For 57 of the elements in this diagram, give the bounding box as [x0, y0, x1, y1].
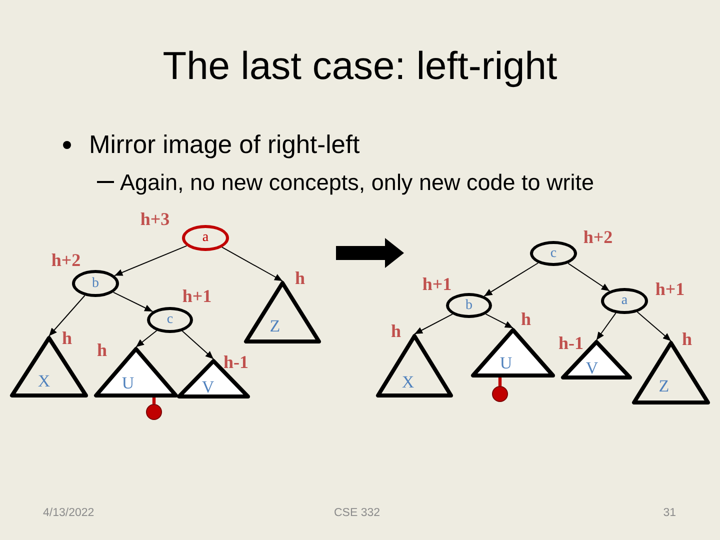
dot-marker [492, 386, 508, 402]
arrow [114, 245, 188, 276]
bullet-text: Mirror image of right-left [89, 130, 360, 160]
height-label: h-1 [224, 353, 248, 371]
connector-line [498, 376, 502, 386]
node-label: b [466, 298, 472, 312]
height-label: h [62, 329, 72, 347]
node-label: X [402, 374, 414, 390]
node-label: a [202, 231, 209, 245]
arrow [136, 330, 158, 348]
arrow [636, 311, 672, 342]
height-label: h [391, 322, 401, 340]
slide-title: The last case: left-right [162, 44, 558, 90]
height-label: h+1 [422, 275, 452, 293]
arrow [222, 246, 283, 282]
height-label: h+2 [583, 228, 613, 246]
page-number: 31 [663, 507, 676, 521]
node-label: b [92, 276, 99, 290]
node-label: Z [270, 318, 280, 334]
node-label: X [38, 372, 50, 390]
height-label: h-1 [558, 334, 584, 352]
arrow [182, 330, 214, 360]
subtree-triangle [470, 327, 556, 378]
arrow [484, 262, 539, 297]
height-label: h+1 [182, 287, 212, 305]
height-label: h [682, 330, 692, 348]
tree-node [147, 307, 193, 333]
tree-node [72, 270, 119, 297]
node-label: c [166, 313, 174, 327]
node-label: a [621, 294, 628, 308]
node-label: V [586, 360, 598, 376]
arrow [112, 292, 154, 312]
node-label: Z [658, 378, 670, 394]
height-label: h [521, 310, 531, 328]
dot-marker [146, 404, 162, 420]
height-label: h+2 [51, 251, 81, 269]
footer-course: CSE 332 [334, 507, 380, 521]
height-label: h [97, 341, 107, 359]
tree-node [530, 241, 577, 266]
node-label: U [122, 374, 134, 392]
tree-node [182, 225, 229, 251]
tree-node [601, 288, 648, 314]
height-label: h [295, 269, 305, 287]
node-label: V [202, 378, 214, 396]
height-label: h+3 [140, 210, 170, 228]
tree-node [446, 293, 492, 318]
arrow [568, 262, 610, 292]
arrow [485, 314, 514, 328]
arrow [414, 314, 453, 334]
sub-bullet-text: Again, no new concepts, only new code to write [120, 168, 594, 196]
arrow [48, 295, 86, 336]
arrow [596, 312, 616, 340]
connector-line [152, 396, 156, 404]
node-label: U [500, 354, 512, 372]
node-label: c [550, 246, 557, 260]
height-label: h+1 [655, 280, 685, 298]
footer-date: 4/13/2022 [43, 507, 94, 521]
